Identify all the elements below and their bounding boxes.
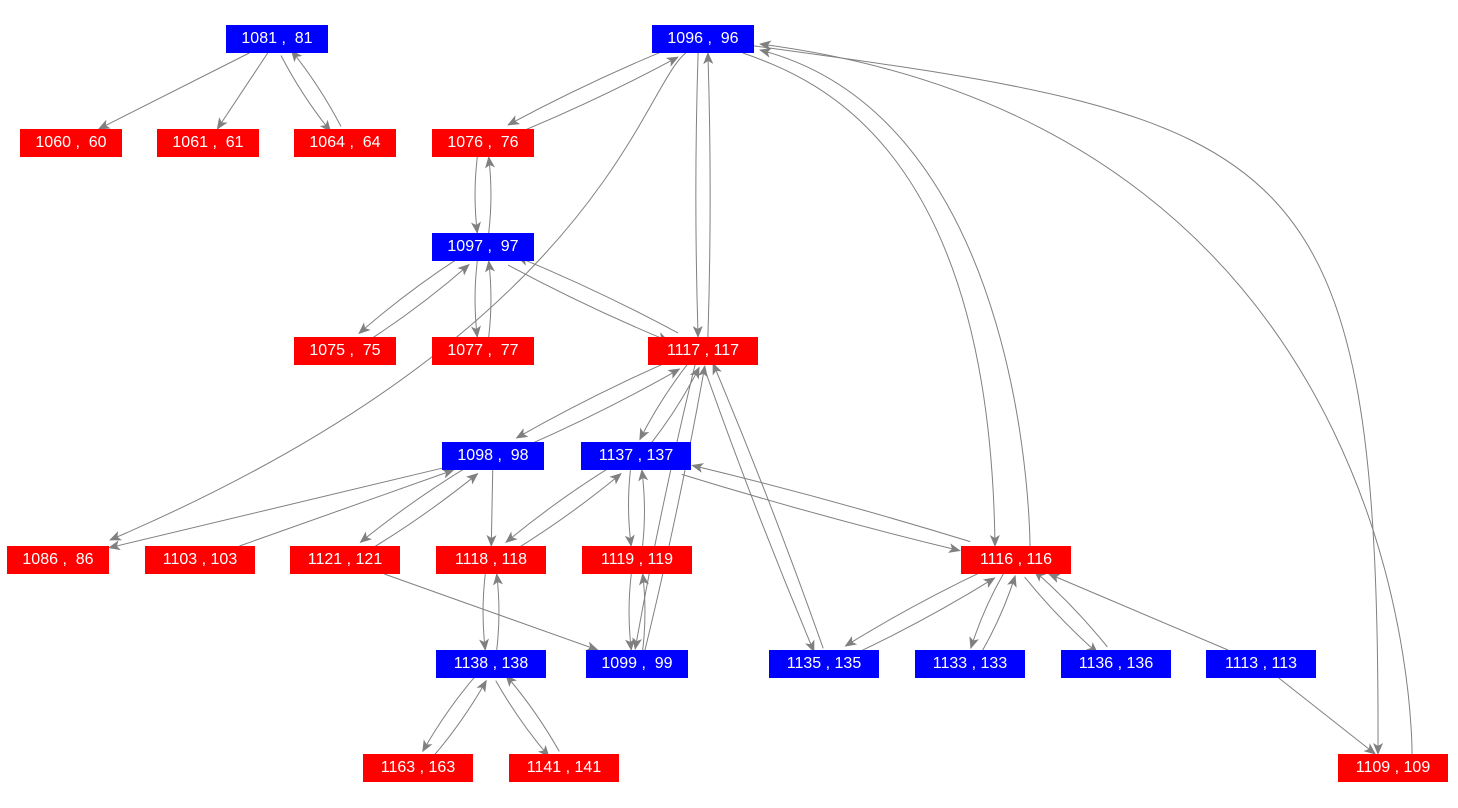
edge-1113-to-1109 [1278, 677, 1377, 755]
edge-1064-to-1081 [290, 49, 342, 127]
edge-1117-to-1098 [515, 360, 671, 439]
edge-1117-to-1096 [703, 52, 714, 338]
edge-1121-to-1099 [384, 573, 599, 652]
edge-1076-to-1097 [471, 156, 481, 234]
edge-1135-to-1117 [712, 362, 824, 649]
graph-node-1113[interactable]: 1113 , 113 [1206, 650, 1316, 678]
edge-1133-to-1116 [981, 574, 1017, 653]
graph-node-1116[interactable]: 1116 , 116 [961, 546, 1071, 574]
edge-1135-to-1116 [854, 577, 996, 655]
edge-1116-to-1136 [1024, 576, 1099, 654]
edge-1096-to-1116 [742, 52, 1000, 547]
graph-node-1077[interactable]: 1077 , 77 [432, 337, 534, 365]
graph-node-1109[interactable]: 1109 , 109 [1338, 754, 1448, 782]
graph-node-1121[interactable]: 1121 , 121 [290, 546, 400, 574]
edge-1096-to-1086 [109, 52, 687, 541]
edge-1099-to-1117 [644, 364, 708, 652]
edge-1141-to-1138 [505, 674, 560, 752]
edge-1121-to-1098 [369, 473, 479, 551]
edge-1137-to-1118 [505, 465, 612, 543]
edge-1081-to-1061 [216, 52, 269, 130]
edge-1138-to-1163 [422, 675, 477, 753]
graph-node-1061[interactable]: 1061 , 61 [157, 129, 259, 157]
edge-1076-to-1096 [517, 56, 679, 134]
graph-node-1097[interactable]: 1097 , 97 [432, 233, 534, 261]
edge-1098-to-1086 [108, 467, 443, 551]
graph-node-1096[interactable]: 1096 , 96 [652, 25, 754, 53]
graph-node-1136[interactable]: 1136 , 136 [1061, 650, 1171, 678]
edge-1163-to-1138 [432, 679, 487, 757]
graph-node-1118[interactable]: 1118 , 118 [436, 546, 546, 574]
edge-1103-to-1098 [239, 468, 455, 547]
graph-node-1081[interactable]: 1081 , 81 [226, 25, 328, 53]
edge-1109-to-1096 [759, 40, 1413, 755]
graph-node-1137[interactable]: 1137 , 137 [581, 442, 691, 470]
graph-node-1117[interactable]: 1117 , 117 [648, 337, 758, 365]
graph-node-1141[interactable]: 1141 , 141 [509, 754, 619, 782]
graph-node-1133[interactable]: 1133 , 133 [915, 650, 1025, 678]
graph-node-1098[interactable]: 1098 , 98 [442, 442, 544, 470]
edge-1116-to-1135 [844, 569, 986, 647]
graph-node-1076[interactable]: 1076 , 76 [432, 129, 534, 157]
edge-1077-to-1097 [485, 260, 495, 338]
graph-node-1064[interactable]: 1064 , 64 [294, 129, 396, 157]
edge-1136-to-1116 [1033, 570, 1108, 648]
edge-1097-to-1075 [358, 256, 460, 335]
graph-node-1060[interactable]: 1060 , 60 [20, 129, 122, 157]
edge-1116-to-1096 [759, 47, 1031, 547]
edge-1138-to-1118 [493, 573, 503, 651]
edge-1138-to-1141 [495, 680, 550, 758]
edge-1117-to-1137 [639, 362, 690, 441]
edge-1137-to-1116 [681, 473, 961, 553]
edge-1096-to-1109 [753, 45, 1384, 755]
edge-1116-to-1137 [691, 463, 971, 543]
edge-1118-to-1138 [479, 573, 489, 651]
graph-node-1086[interactable]: 1086 , 86 [7, 546, 109, 574]
edge-1116-to-1133 [969, 571, 1005, 650]
graph-node-1075[interactable]: 1075 , 75 [294, 337, 396, 365]
edge-1096-to-1076 [507, 48, 669, 126]
graph-node-1103[interactable]: 1103 , 103 [145, 546, 255, 574]
edge-1119-to-1099 [625, 573, 635, 651]
edge-1137-to-1119 [624, 469, 635, 548]
edge-1098-to-1118 [486, 469, 497, 547]
graph-node-1119[interactable]: 1119 , 119 [582, 546, 692, 574]
edge-1097-to-1076 [485, 156, 495, 234]
edge-1081-to-1064 [280, 55, 332, 133]
edge-1097-to-1117 [507, 264, 670, 342]
edge-1099-to-1119 [639, 573, 649, 651]
edge-1117-to-1099 [632, 363, 696, 651]
edge-1117-to-1097 [516, 256, 679, 334]
edge-1075-to-1097 [368, 263, 470, 342]
edge-1118-to-1137 [515, 473, 622, 551]
edge-1096-to-1117 [692, 52, 703, 338]
graph-node-1099[interactable]: 1099 , 99 [586, 650, 688, 678]
edge-1113-to-1116 [1048, 573, 1229, 651]
edge-1097-to-1077 [471, 260, 481, 338]
edge-1117-to-1135 [703, 366, 815, 653]
graph-node-1163[interactable]: 1163 , 163 [363, 754, 473, 782]
edge-1081-to-1060 [97, 52, 250, 130]
edge-1119-to-1137 [638, 468, 649, 547]
graph-node-1138[interactable]: 1138 , 138 [436, 650, 546, 678]
edge-1137-to-1117 [649, 366, 700, 445]
edge-1098-to-1121 [359, 465, 469, 543]
edge-1098-to-1117 [525, 368, 681, 447]
graph-node-1135[interactable]: 1135 , 135 [769, 650, 879, 678]
